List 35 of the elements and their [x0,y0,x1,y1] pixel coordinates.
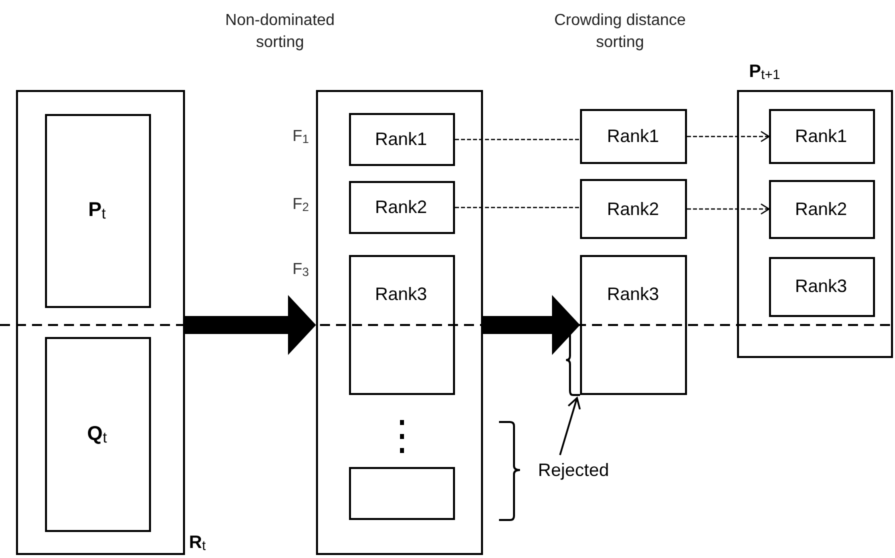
connector-line [455,138,580,140]
block-arrow [483,295,580,355]
front-label: F$_{2}$ [292,194,309,216]
population-box [44,114,150,308]
block-arrow [185,295,316,355]
rank-box [768,256,874,316]
rank-box [580,179,687,239]
rank-label: Rank2 [794,198,848,220]
population-label: P$_{t+1}$ [749,60,780,84]
rank-box [768,180,874,238]
stage-label: Non-dominated sorting [224,11,336,53]
front-label: F$_{1}$ [292,126,309,148]
empty-box [348,466,454,520]
rank-box [580,255,687,395]
rank-box [580,109,687,164]
rank-box [768,108,874,164]
stage-label: Crowding distance sorting [553,11,687,53]
rank-label: Rank1 [794,124,848,146]
rank-label: Rank2 [374,196,428,218]
rank-label: P$_{t}$ [87,199,107,224]
rank-label: Q$_{t}$ [86,422,108,448]
rank-label: Rank1 [374,128,428,150]
connector-line [455,206,580,208]
population-box [44,336,150,532]
leader-arrow [559,397,581,456]
rank-label: Rank3 [794,275,848,297]
population-label: R$_{t}$ [189,531,206,556]
annotation-text: Rejected [538,459,610,481]
rank-label: Rank1 [606,125,660,147]
rank-label: Rank2 [606,198,660,220]
rank-label: Rank3 [606,283,660,305]
dashed-arrow [687,203,770,215]
rank-label: Rank3 [374,282,428,304]
dashed-arrow [687,130,770,142]
front-label: F$_{3}$ [292,260,309,280]
